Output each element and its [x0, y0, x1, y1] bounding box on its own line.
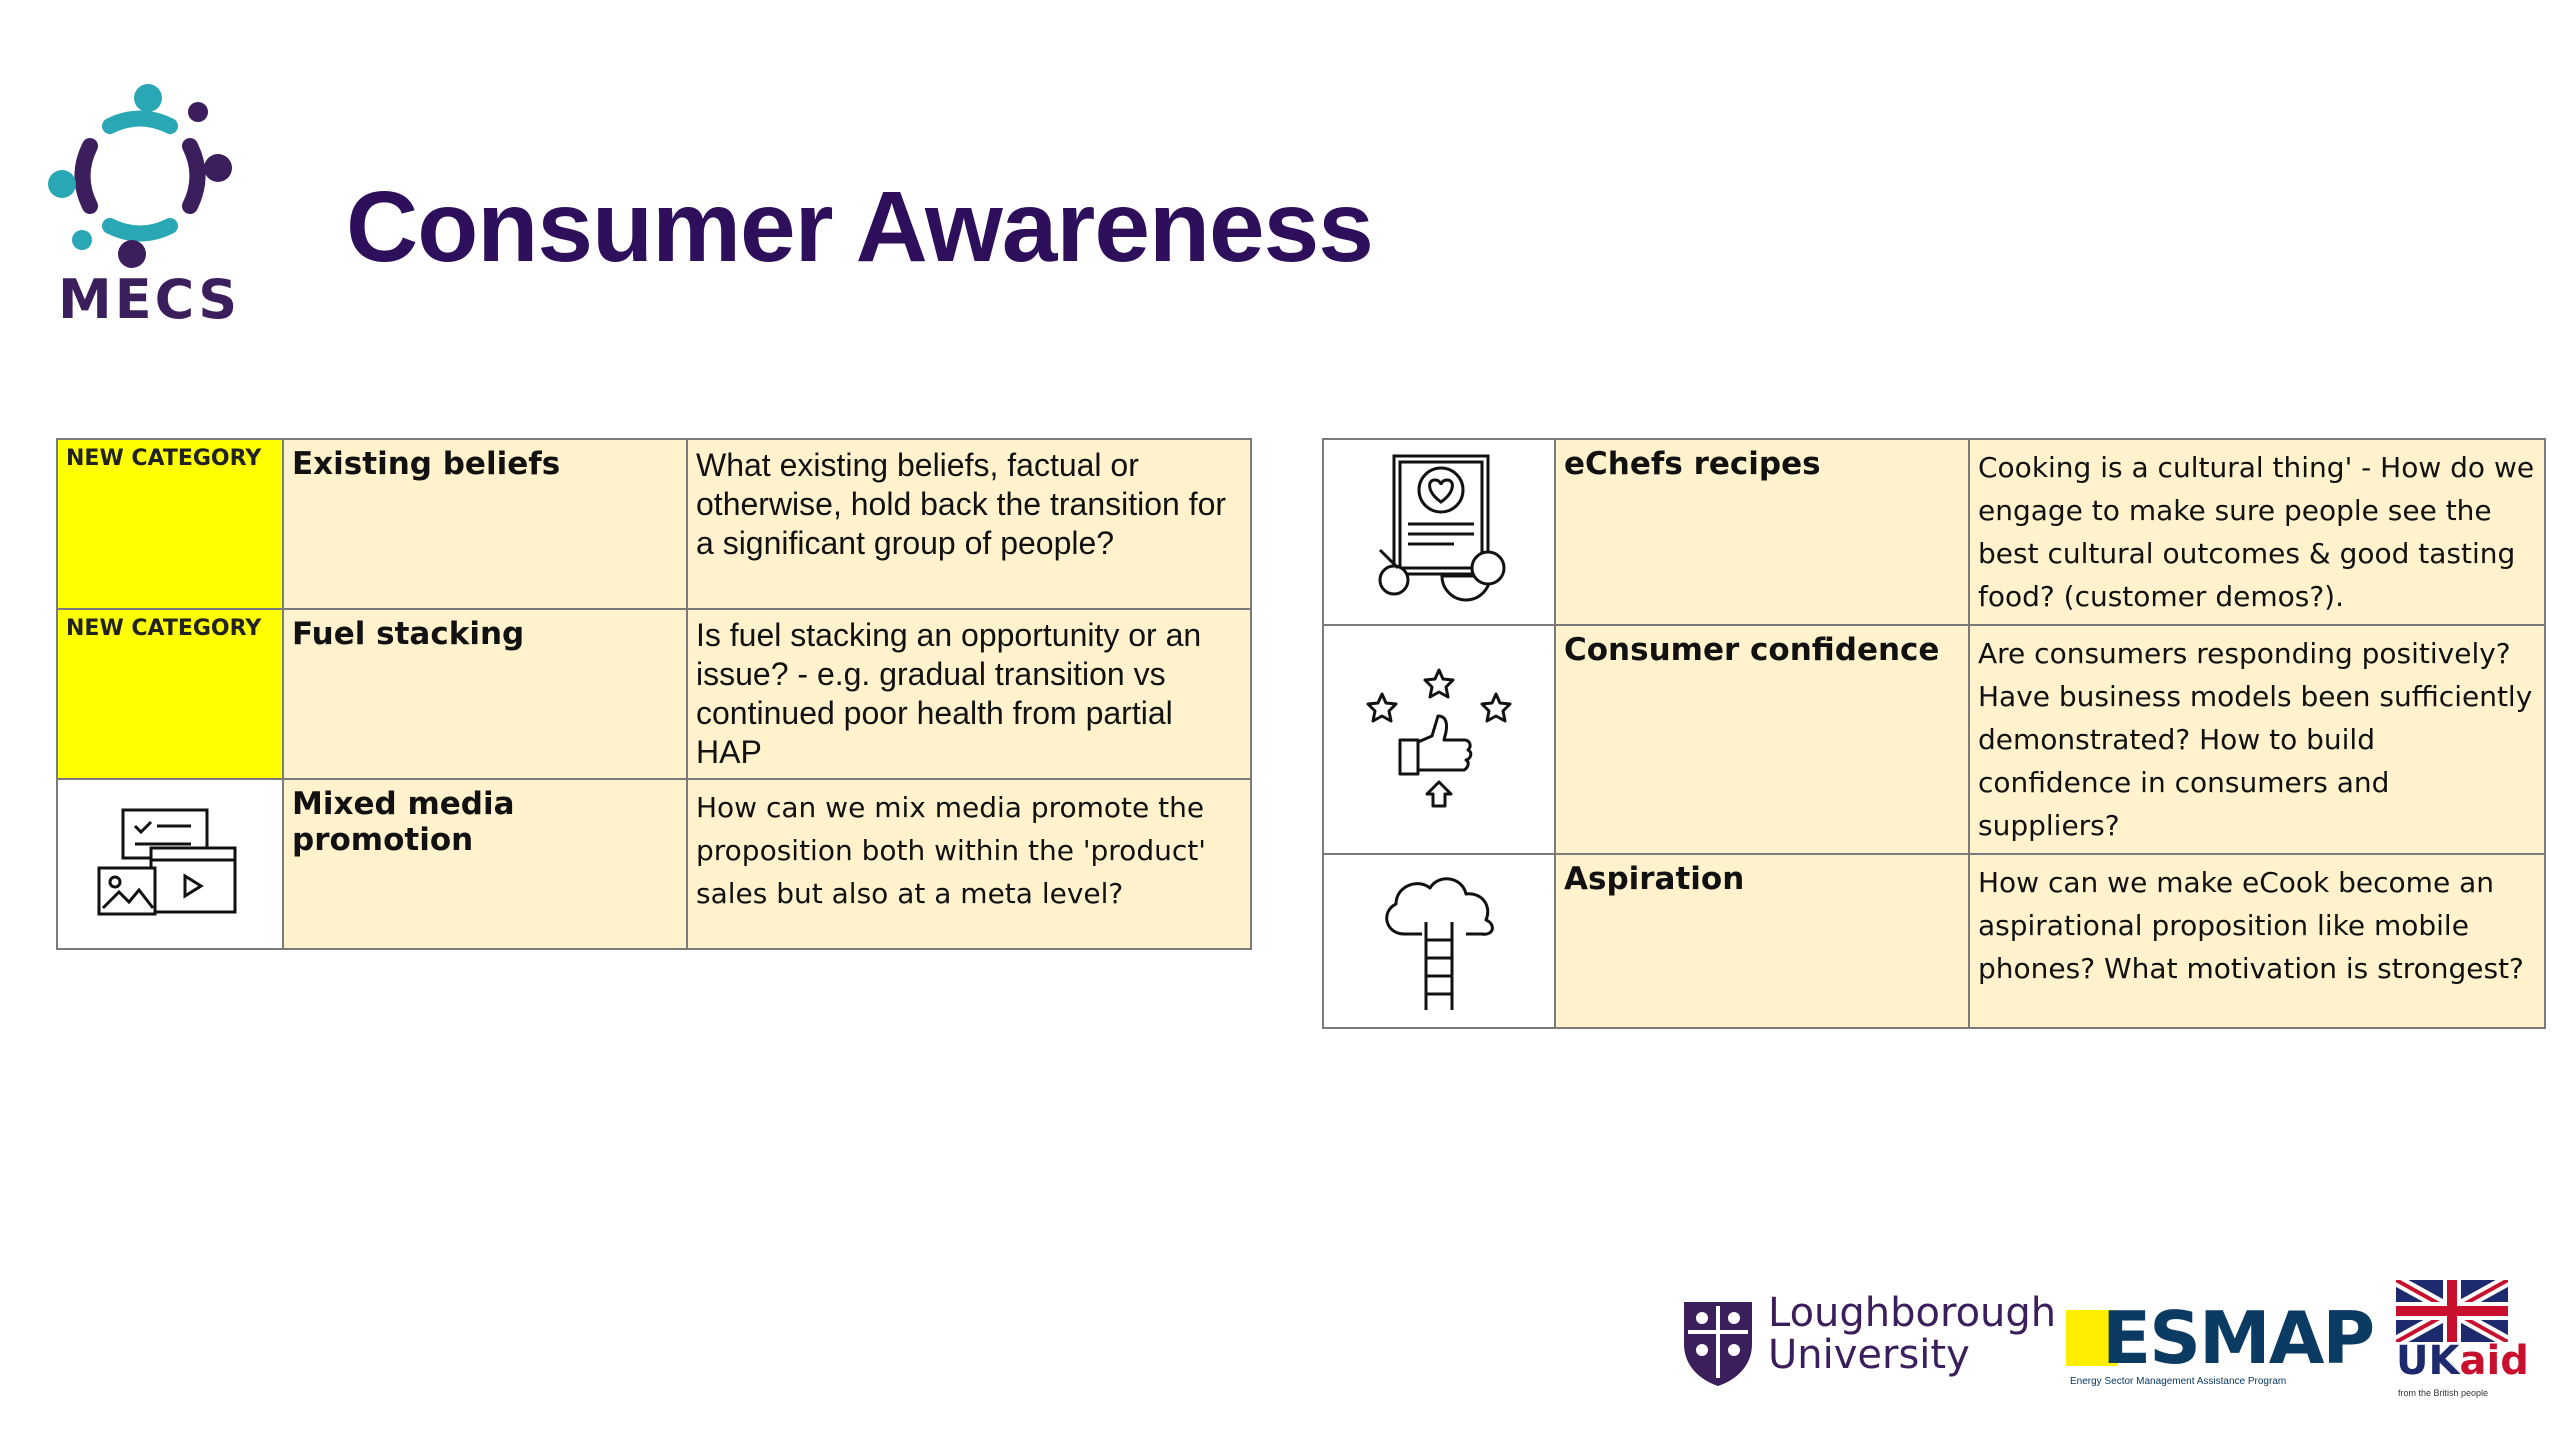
description-mixed-media-promotion: How can we mix media promote the proposi…	[686, 778, 1252, 950]
left-table: NEW CATEGORY Existing beliefs What exist…	[56, 438, 1252, 950]
table-row: NEW CATEGORY Existing beliefs What exist…	[56, 438, 1252, 610]
recipe-document-icon	[1378, 454, 1506, 601]
loughborough-logo: Loughborough University	[1680, 1270, 2056, 1410]
mixed-media-icon	[97, 808, 237, 915]
page-title: Consumer Awareness	[346, 171, 1374, 283]
new-category-label: NEW CATEGORY	[56, 438, 284, 610]
ukaid-text: UKaid	[2396, 1338, 2529, 1384]
topic-consumer-confidence: Consumer confidence	[1554, 624, 1970, 855]
table-row: eChefs recipes Cooking is a cultural thi…	[1322, 438, 2546, 626]
esmap-logo: ESMAP Energy Sector Management Assistanc…	[2066, 1270, 2375, 1410]
ukaid-logo: UKaid from the British people	[2396, 1270, 2529, 1410]
esmap-yellow-square-icon	[2066, 1310, 2118, 1366]
loughborough-line1: Loughborough	[1768, 1290, 2057, 1336]
ukaid-aid: aid	[2459, 1338, 2529, 1384]
loughborough-shield-icon	[1684, 1302, 1752, 1386]
description-aspiration: How can we make eCook become an aspirati…	[1968, 853, 2546, 1029]
mecs-people-ring-icon	[48, 84, 232, 268]
topic-fuel-stacking: Fuel stacking	[282, 608, 688, 780]
right-table: eChefs recipes Cooking is a cultural thi…	[1322, 438, 2546, 1029]
confidence-icon-cell	[1322, 624, 1556, 855]
new-category-label: NEW CATEGORY	[56, 608, 284, 780]
topic-existing-beliefs: Existing beliefs	[282, 438, 688, 610]
description-existing-beliefs: What existing beliefs, factual or otherw…	[686, 438, 1252, 610]
table-row: Consumer confidence Are consumers respon…	[1322, 624, 2546, 855]
loughborough-text: Loughborough University	[1768, 1292, 2056, 1376]
esmap-name: ESMAP	[2102, 1296, 2375, 1380]
recipe-icon-cell	[1322, 438, 1556, 626]
ukaid-subtitle: from the British people	[2398, 1388, 2489, 1398]
topic-aspiration: Aspiration	[1554, 853, 1970, 1029]
description-consumer-confidence: Are consumers responding positively? Hav…	[1968, 624, 2546, 855]
topic-mixed-media-promotion: Mixed media promotion	[282, 778, 688, 950]
table-row: NEW CATEGORY Fuel stacking Is fuel stack…	[56, 608, 1252, 780]
topic-echefs-recipes: eChefs recipes	[1554, 438, 1970, 626]
mecs-logo-text: MECS	[58, 268, 241, 331]
thumbs-up-stars-icon	[1366, 668, 1512, 808]
aspiration-icon-cell	[1322, 853, 1556, 1029]
union-flag-icon	[2396, 1280, 2508, 1342]
ukaid-uk: UK	[2396, 1338, 2460, 1384]
description-fuel-stacking: Is fuel stacking an opportunity or an is…	[686, 608, 1252, 780]
table-row: Aspiration How can we make eCook become …	[1322, 853, 2546, 1029]
mixed-media-icon-cell	[56, 778, 284, 950]
table-row: Mixed media promotion How can we mix med…	[56, 778, 1252, 950]
loughborough-line2: University	[1768, 1332, 1970, 1378]
mecs-logo: MECS	[40, 76, 240, 346]
cloud-ladder-icon	[1385, 877, 1494, 1010]
description-echefs-recipes: Cooking is a cultural thing' - How do we…	[1968, 438, 2546, 626]
esmap-subtitle: Energy Sector Management Assistance Prog…	[2070, 1376, 2287, 1387]
